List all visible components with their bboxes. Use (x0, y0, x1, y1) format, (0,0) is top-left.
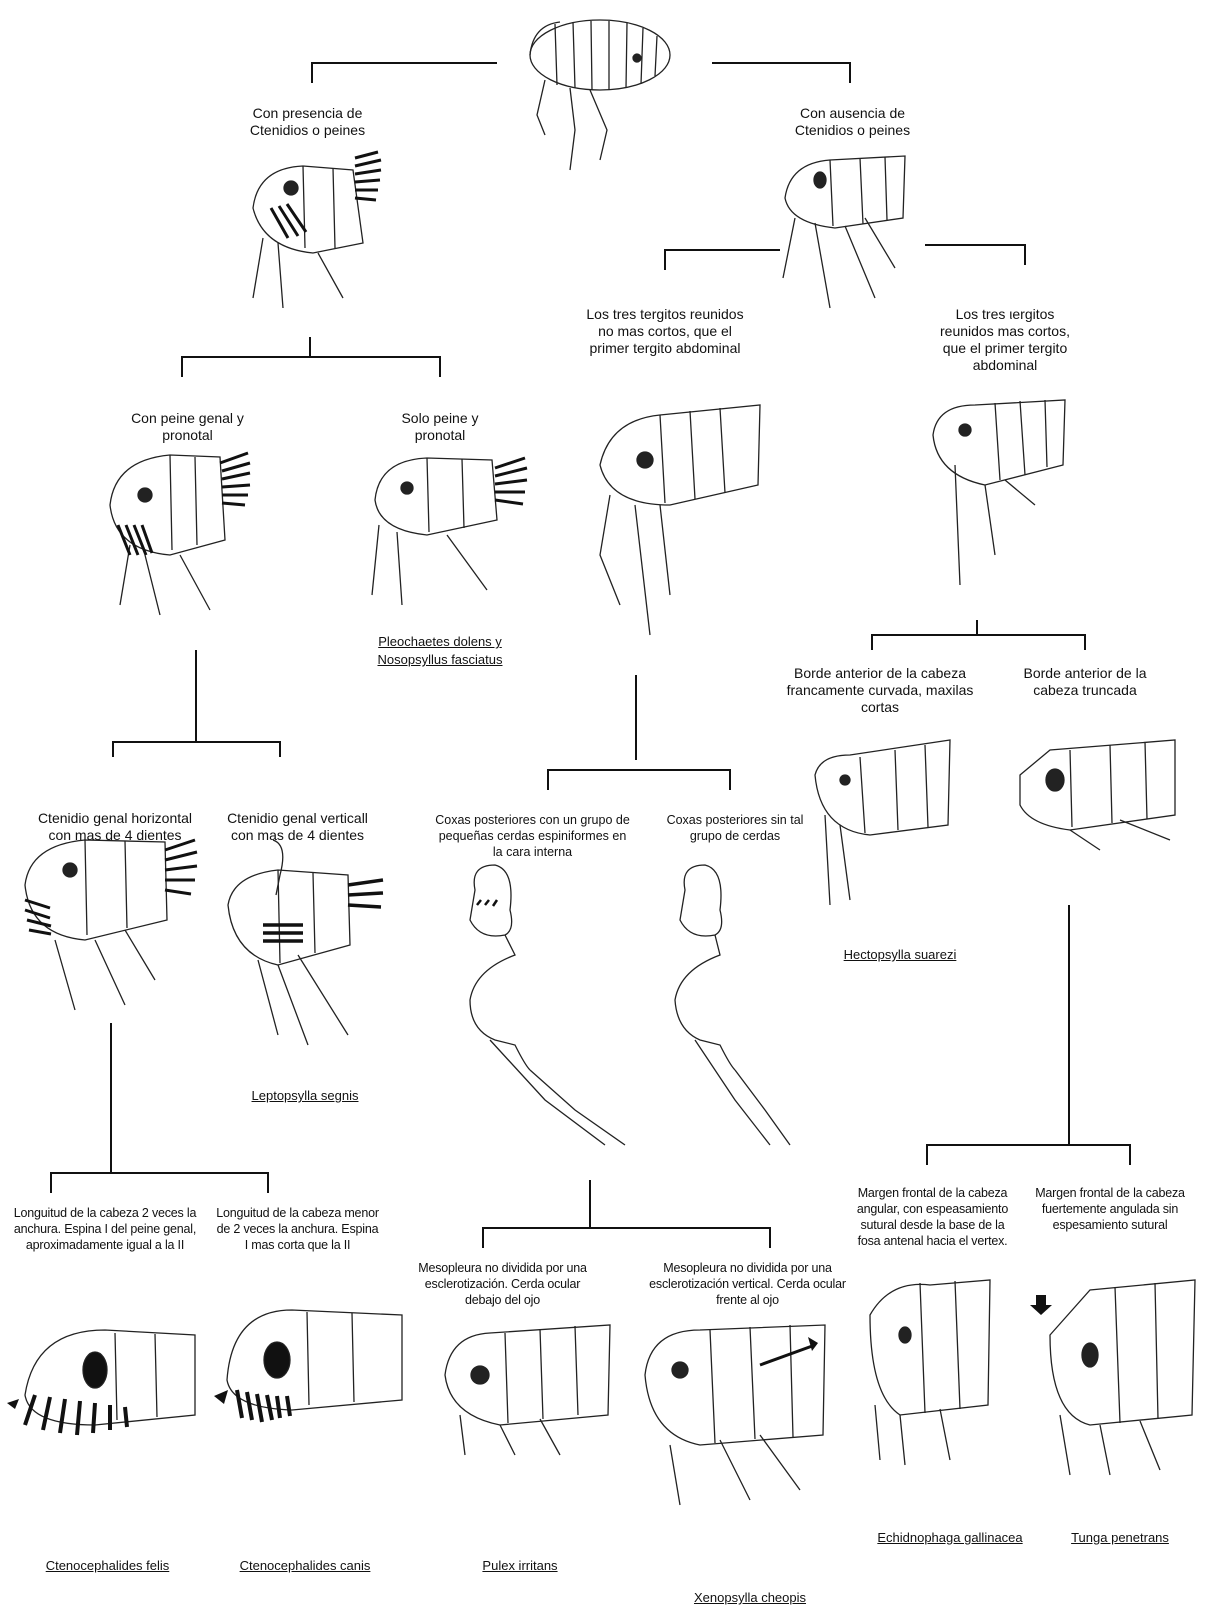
coxa-without-bristles-illustration (665, 860, 795, 1150)
node-ctenidia-absent: Con ausencia de Ctenidios o peines (785, 105, 920, 139)
ctenidia-present-illustration (243, 148, 388, 308)
curved-head-border-illustration (810, 735, 960, 910)
truncate-head-border-illustration (1010, 735, 1180, 855)
coxa-with-bristles-illustration (455, 860, 630, 1150)
species-pleochaetes-nosopsyllus: Pleochaetes dolens y Nosopsyllus fasciat… (370, 633, 510, 669)
species-echidnophaga-gallinacea: Echidnophaga gallinacea (870, 1530, 1030, 1545)
node-mesopleura-vertical: Mesopleura no dividida por una escleroti… (640, 1260, 855, 1308)
horizontal-genal-comb-illustration (15, 830, 200, 1015)
node-head-border-truncate: Borde anterior de la cabeza truncada (1010, 665, 1160, 699)
genal-pronotal-comb-illustration (100, 445, 255, 620)
c-canis-head-illustration (212, 1300, 412, 1440)
species-leptopsylla-segnis: Leptopsylla segnis (245, 1088, 365, 1103)
node-coxa-without-bristles: Coxas posteriores sin tal grupo de cerda… (660, 812, 810, 844)
node-genal-pronotal: Con peine genal y pronotal (125, 410, 250, 444)
node-pronotal-only: Solo peine y pronotal (395, 410, 485, 444)
tergites-shorter-illustration (925, 395, 1075, 595)
node-head-less-twice-width: Longuitud de la cabeza menor de 2 veces … (215, 1205, 380, 1253)
species-hectopsylla-suarezi: Hectopsylla suarezi (840, 947, 960, 962)
c-felis-head-illustration (5, 1315, 205, 1445)
species-tunga-penetrans: Tunga penetrans (1065, 1530, 1175, 1545)
flea-whole-illustration (515, 10, 675, 175)
node-head-twice-width: Longuitud de la cabeza 2 veces la anchur… (5, 1205, 205, 1253)
pronotal-comb-only-illustration (367, 450, 532, 610)
echidnophaga-gallinacea-illustration (860, 1275, 995, 1470)
node-tergites-shorter: Los tres ιergitos reunidos mas cortos, q… (930, 306, 1080, 374)
node-ctenidia-present: Con presencia de Ctenidios o peines (240, 105, 375, 139)
node-genal-vertical: Ctenidio genal verticall con mas de 4 di… (215, 810, 380, 844)
vertical-genal-comb-illustration (218, 835, 388, 1050)
tergites-not-shorter-illustration (590, 395, 770, 645)
tunga-penetrans-illustration (1030, 1275, 1200, 1480)
xenopsylla-cheopis-illustration (640, 1315, 830, 1510)
species-xenopsylla-cheopis: Xenopsylla cheopis (690, 1590, 810, 1605)
node-tergites-not-shorter: Los tres tergitos reunidos no mas cortos… (585, 306, 745, 357)
pulex-irritans-illustration (440, 1315, 615, 1460)
node-frontal-margin-angular: Margen frontal de la cabeza angular, con… (855, 1185, 1010, 1249)
species-ctenocephalides-felis: Ctenocephalides felis (30, 1558, 185, 1573)
species-ctenocephalides-canis: Ctenocephalides canis (225, 1558, 385, 1573)
node-head-border-curved: Borde anterior de la cabeza francamente … (785, 665, 975, 716)
node-mesopleura-not-divided: Mesopleura no dividida por una escleroti… (415, 1260, 590, 1308)
node-frontal-margin-strongly-angled: Margen frontal de la cabeza fuertemente … (1030, 1185, 1190, 1233)
species-pulex-irritans: Pulex irritans (470, 1558, 570, 1573)
node-coxa-with-bristles: Coxas posteriores con un grupo de pequeñ… (435, 812, 630, 860)
node-genal-horizontal: Ctenidio genal horizontal con mas de 4 d… (25, 810, 205, 844)
ctenidia-absent-illustration (775, 148, 920, 313)
